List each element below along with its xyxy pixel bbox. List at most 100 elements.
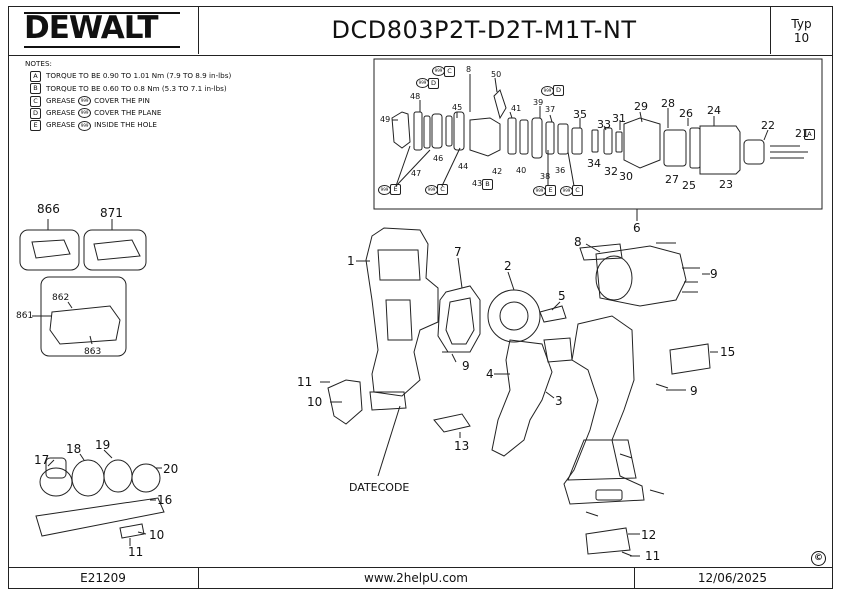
part-29-label: 29: [634, 100, 648, 113]
part-37-label: 37: [545, 105, 556, 114]
logo-rule-top: [24, 12, 180, 14]
part-26-label: 26: [679, 107, 693, 120]
part-15-label: [669, 343, 711, 375]
part-43-label: 43: [472, 179, 483, 188]
note-text-a: TORQUE TO BE 0.90 TO 1.01 Nm (7.9 TO 8.9…: [46, 71, 232, 81]
grease-icon: 999: [78, 108, 92, 119]
model-number: DCD803P2T-D2T-M1T-NT: [331, 16, 637, 44]
part-38-label: 38: [540, 172, 551, 181]
part-9-label-c: 9: [690, 384, 698, 398]
part-11-label-c: 11: [645, 549, 661, 563]
logo-cell: DEWALT: [8, 6, 199, 54]
callout-c-top: C: [444, 66, 455, 77]
part-862-label: 862: [52, 293, 70, 303]
attachments: [35, 457, 165, 539]
part-1-label: 1: [347, 254, 355, 268]
datecode-label: DATECODE: [349, 481, 410, 494]
part-12-cover: [585, 527, 631, 555]
type-number: 10: [793, 31, 810, 45]
note-text-b: TORQUE TO BE 0.60 TO 0.8 Nm (5.3 TO 7.1 …: [46, 83, 227, 93]
part-7-label: 7: [454, 245, 462, 259]
grease-icon: 999: [78, 120, 92, 131]
website-link[interactable]: www.2helpU.com: [198, 568, 635, 588]
document-number: E21209: [8, 568, 199, 588]
note-e: E GREASE 999 INSIDE THE HOLE: [25, 119, 231, 132]
part-8-label: 8: [574, 235, 582, 249]
part-13-label: 13: [454, 439, 470, 453]
part-40-label: 40: [516, 166, 527, 175]
part-8b-label: 8: [466, 65, 472, 74]
brand-logo: DEWALT: [22, 10, 182, 48]
callout-c-bottom-2: C: [572, 185, 583, 196]
part-18-label: 18: [66, 442, 82, 456]
part-19-label: 19: [95, 438, 111, 452]
part-10-label-a: 10: [307, 395, 323, 409]
part-47-label: 47: [411, 169, 422, 178]
part-863-label: 863: [84, 347, 102, 357]
part-4-label: 4: [486, 367, 494, 381]
part-11-label-b: 11: [128, 545, 144, 559]
logo-rule-bottom: [24, 46, 180, 48]
callout-d-top: D: [428, 78, 439, 89]
part-2-label: 2: [504, 259, 512, 273]
charger-871: [93, 239, 141, 261]
part-33-label: 33: [597, 118, 611, 131]
note-key-e: E: [30, 120, 41, 132]
callout-c-bottom: C: [437, 184, 448, 195]
part-11-label-a: 11: [297, 375, 313, 389]
part-44-label: 44: [458, 162, 469, 171]
part-22-label: 22: [761, 119, 775, 132]
part-35-label: 35: [573, 108, 587, 121]
part-20-label: 20: [163, 462, 179, 476]
part-34-label: 34: [587, 157, 601, 170]
battery-866: [31, 239, 71, 259]
title-block: DEWALT DCD803P2T-D2T-M1T-NT Typ 10: [8, 6, 833, 56]
note-a: A TORQUE TO BE 0.90 TO 1.01 Nm (7.9 TO 8…: [25, 70, 231, 82]
note-key-b: B: [30, 83, 41, 95]
battery-box: [19, 229, 80, 271]
sheet-border: [8, 6, 833, 589]
housing-half-left: [365, 227, 439, 411]
callout-a: A: [804, 129, 815, 140]
screws: [320, 291, 698, 557]
part-21-label: 21: [795, 127, 809, 140]
part-12-label: 12: [641, 528, 657, 542]
part-17-label: 17: [34, 453, 50, 467]
part-28-label: 28: [661, 97, 675, 110]
part-9-label-a: 9: [710, 267, 718, 281]
note-text-e-1: GREASE: [46, 120, 76, 130]
part-7-plate: [437, 285, 481, 353]
part-866-label: 866: [37, 202, 60, 216]
note-key-a: A: [30, 70, 41, 82]
charger-box: [83, 229, 147, 271]
part-27-label: 27: [665, 173, 679, 186]
gearbox-inset-frame: [373, 58, 823, 210]
type-label: Typ: [791, 17, 812, 31]
part-15-label: 15: [720, 345, 736, 359]
copyright-icon: ©: [811, 551, 826, 566]
note-d: D GREASE 999 COVER THE PLANE: [25, 107, 231, 119]
part-25-label: 25: [682, 179, 696, 192]
gearbox-parts: [391, 89, 808, 175]
part-41-label: 41: [511, 104, 522, 113]
part-49-label: 49: [380, 115, 391, 124]
note-key-d: D: [30, 107, 41, 119]
motor-assembly: [579, 242, 700, 307]
housing-half-right: [563, 315, 645, 505]
part-46-label: 46: [433, 154, 444, 163]
type-cell: Typ 10: [770, 6, 832, 54]
part-10-label-b: 10: [149, 528, 165, 542]
part-3-label: 3: [555, 394, 563, 408]
gearbox-leaders: [392, 74, 769, 187]
part-6-label: 6: [633, 221, 641, 235]
notes-title: NOTES:: [25, 59, 52, 68]
note-b: B TORQUE TO BE 0.60 TO 0.8 Nm (5.3 TO 7.…: [25, 83, 231, 95]
brand-name: DEWALT: [24, 10, 158, 46]
part-861-label: 861: [16, 311, 34, 321]
leaders-main: [32, 219, 718, 557]
part-23-label: 23: [719, 178, 733, 191]
part-16-label: 16: [157, 493, 173, 507]
grease-icon: 999: [78, 96, 92, 107]
clutch-and-handle: [487, 289, 573, 457]
